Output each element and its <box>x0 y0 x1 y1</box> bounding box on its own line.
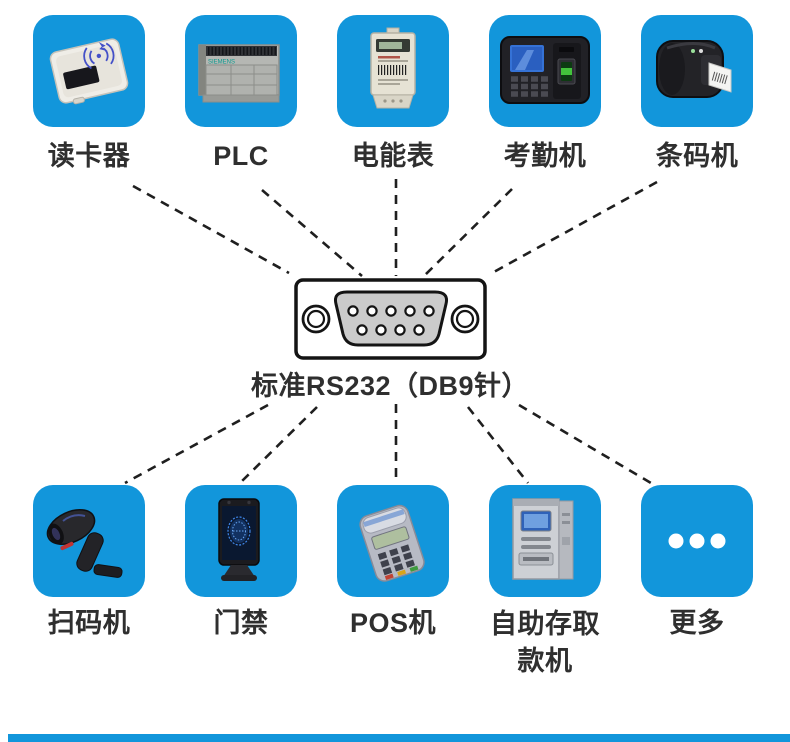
label-plc: PLC <box>213 141 269 171</box>
tile-more <box>641 485 753 597</box>
label-more: 更多 <box>669 608 725 638</box>
tile-energy-meter <box>337 15 449 127</box>
atm-icon <box>512 498 574 580</box>
tile-access-control <box>185 485 297 597</box>
tile-plc: SIEMENS <box>185 15 297 127</box>
line-attendance <box>423 188 513 277</box>
label-access-control: 门禁 <box>213 608 269 638</box>
line-barcode-printer <box>491 180 658 275</box>
barcode-printer-icon <box>656 40 732 98</box>
line-access-control <box>239 406 318 484</box>
line-atm <box>466 406 530 484</box>
label-energy-meter: 电能表 <box>351 141 435 171</box>
label-pos: POS机 <box>349 608 437 638</box>
attendance-machine-icon <box>500 36 590 104</box>
db9-connector-icon <box>294 278 487 360</box>
tile-attendance-machine <box>489 15 601 127</box>
label-atm: 自助存取款机 <box>490 609 600 676</box>
plc-brand-text: SIEMENS <box>208 60 235 66</box>
tile-card-reader <box>33 15 145 127</box>
barcode-scanner-icon <box>46 509 123 578</box>
tile-barcode-scanner <box>33 485 145 597</box>
tile-atm <box>489 485 601 597</box>
plc-icon: SIEMENS <box>198 44 280 103</box>
access-control-icon <box>218 498 260 581</box>
footer-divider-bar <box>8 734 790 742</box>
more-dots-icon <box>668 533 726 549</box>
tile-pos-terminal <box>337 485 449 597</box>
label-barcode-scanner: 扫码机 <box>47 608 131 638</box>
line-plc <box>261 189 363 277</box>
card-reader-icon <box>49 38 129 105</box>
connector-label: 标准RS232（DB9针） <box>250 371 530 401</box>
line-more <box>518 403 652 485</box>
dashed-connectors <box>124 179 658 485</box>
pos-terminal-icon <box>359 504 425 582</box>
label-barcode-printer: 条码机 <box>655 141 739 171</box>
line-barcode-scanner <box>124 403 269 485</box>
label-card-reader: 读卡器 <box>47 141 131 171</box>
tile-barcode-printer <box>641 15 753 127</box>
energy-meter-icon <box>370 27 416 109</box>
db9-pins <box>347 305 435 336</box>
label-attendance: 考勤机 <box>503 141 587 171</box>
line-card-reader <box>132 184 290 275</box>
